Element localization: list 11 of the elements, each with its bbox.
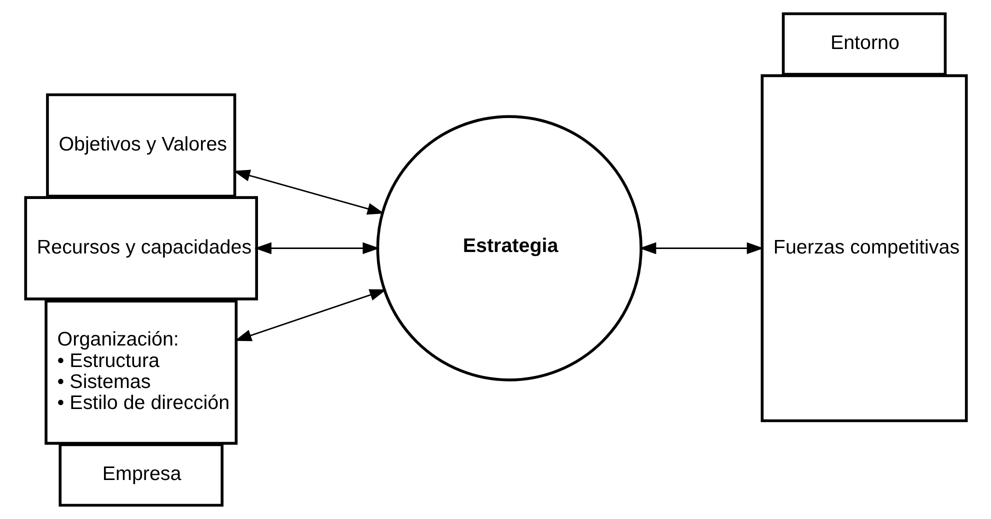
node-box: Organización: • Estructura • Sistemas • Estilo de dirección [44, 300, 238, 445]
node-box: Fuerzas competitivas [760, 74, 968, 422]
node-box: Recursos y capacidades [24, 196, 258, 300]
arrow [638, 242, 764, 254]
arrow [234, 289, 386, 342]
node-box: Objetivos y Valores [46, 93, 236, 198]
arrow [254, 242, 380, 254]
node-box: Empresa [58, 443, 223, 507]
node-circle: Estrategia [376, 115, 642, 382]
node-box: Entorno [781, 12, 946, 76]
arrow [232, 170, 384, 215]
